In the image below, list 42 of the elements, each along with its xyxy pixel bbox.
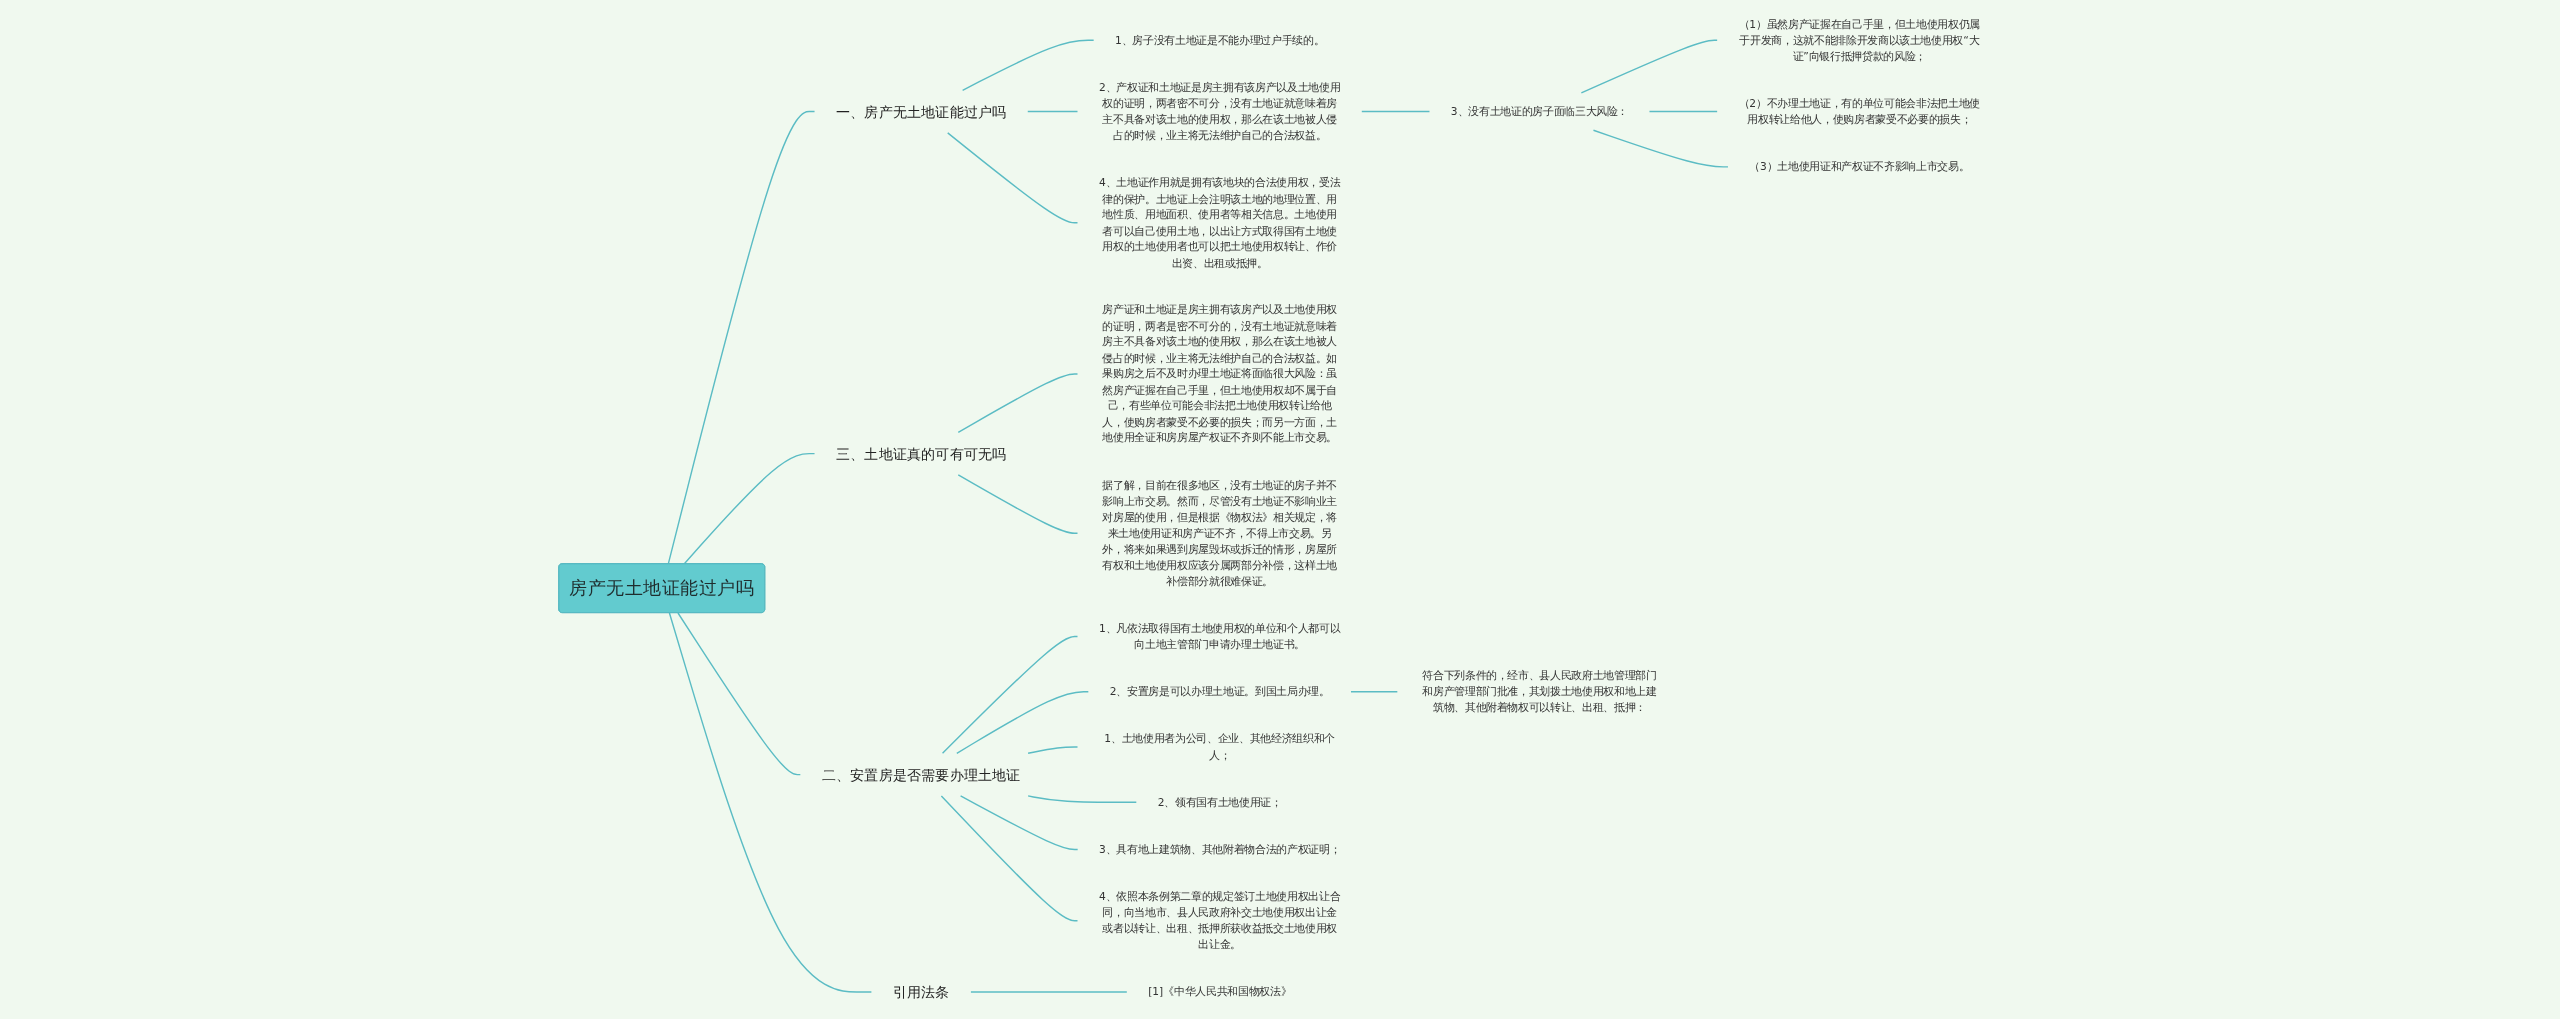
node-text: 据了解，目前在很多地区，没有土地证的房子并不影响上市交易。然而，尽管没有土地证不影响业主对房屋的使用，但是根据《物权法》相关规定，将来土地使用证和房产证不齐，不得上市交易。另外，将来如果遇到房屋毁坏或拆迁的情形，房屋所有权和土地使用权应该分属两部分补偿，这样土地补偿部分就很难保证。	[1102, 478, 1337, 588]
connector	[941, 635, 1079, 754]
node-text: 3、具有地上建筑物、其他附着物合法的产权证明；	[1098, 842, 1341, 856]
node-text: （3）土地使用证和产权证不齐影响上市交易。	[1749, 160, 1970, 174]
node-text: 1、土地使用者为公司、企业、其他经济组织和个人；	[1104, 732, 1335, 762]
node-text: [1]《中华人民共和国物权法》	[1148, 985, 1292, 999]
connector	[957, 373, 1079, 433]
node-text: （2）不办理土地证，有的单位可能会非法把土地使用权转让给他人，使购房者蒙受不必要的损失；	[1738, 97, 1980, 126]
connector	[1027, 746, 1079, 754]
node-text: 1、房子没有土地证是不能办理过户手续的。	[1114, 33, 1325, 47]
connector	[961, 39, 1095, 91]
node-text: 符合下列条件的，经市、县人民政府土地管理部门和房产管理部门批准，其划拨土地使用权和地上建筑物、其他附着物权可以转让、出租、抵押：	[1422, 669, 1657, 714]
node-text: 房产证和土地证是房主拥有该房产以及土地使用权的证明，两者是密不可分的，没有土地证就意味着房主不具备对该土地的使用权，那么在该土地被人侵占的时候，业主将无法维护自己的合法权益。如果购房之后不及时办理土地证将面临很大风险：虽然房产证握在自己手里，但土地使用权却不属于自己，有些单位可能会非法把土地使用权转让给他人，使购房者蒙受不必要的损失；而另一方面，土地使用全证和房房屋产权证不齐则不能上市交易。	[1102, 303, 1337, 445]
connector	[1648, 110, 1718, 113]
node-text: 1、凡依法取得国有土地使用权的单位和个人都可以向土地主管部门申请办理土地证书。	[1098, 621, 1341, 651]
node-text: 引用法条	[892, 983, 950, 1001]
connector	[946, 132, 1079, 224]
connector	[1350, 691, 1398, 693]
connector	[667, 110, 816, 565]
connector	[1592, 129, 1729, 168]
node-text: 4、依照本条例第二章的规定签订土地使用权出让合同，向当地市、县人民政府补交土地使用权出让金或者以转让、出租、抵押所获收益抵交土地使用权出让金。	[1098, 890, 1341, 951]
node-text: 2、安置房是可以办理土地证。到国土局办理。	[1109, 685, 1330, 698]
node-text: 二、安置房是否需要办理土地证	[821, 766, 1021, 784]
connector	[1027, 110, 1079, 113]
connector	[957, 474, 1079, 534]
connector	[956, 691, 1089, 754]
connector	[940, 795, 1079, 922]
connector	[668, 612, 873, 993]
connector	[683, 452, 816, 565]
connector	[1027, 795, 1137, 803]
node-text: （1）虽然房产证握在自己手里，但土地使用权仍属于开发商，这就不能排除开发商以该土地使用权“大证”向银行抵押贷款的风险；	[1738, 17, 1980, 63]
node-text: 2、领有国有土地使用证；	[1157, 795, 1282, 809]
connector	[1580, 39, 1718, 94]
connector	[959, 795, 1079, 851]
node-text: 3、没有土地证的房子面临三大风险：	[1450, 105, 1629, 118]
node-text: 一、房产无土地证能过户吗	[835, 103, 1007, 121]
connector	[677, 612, 801, 776]
connector	[1361, 110, 1431, 113]
connector	[970, 991, 1128, 993]
node-text: 4、土地证作用就是拥有该地块的合法使用权，受法律的保护。土地证上会注明该土地的地理位置、用地性质、用地面积、使用者等相关信息。土地使用者可以自己使用土地，以出让方式取得国有土地使用权的土地使用者也可以把土地使用权转让、作价出资、出租或抵押。	[1098, 176, 1341, 269]
node-text: 2、产权证和土地证是房主拥有该房产以及土地使用权的证明，两者密不可分，没有土地证就意味着房主不具备对该土地的使用权，那么在该土地被人侵占的时候，业主将无法维护自己的合法权益。	[1098, 81, 1341, 142]
node-text: 三、土地证真的可有可无吗	[835, 445, 1007, 463]
